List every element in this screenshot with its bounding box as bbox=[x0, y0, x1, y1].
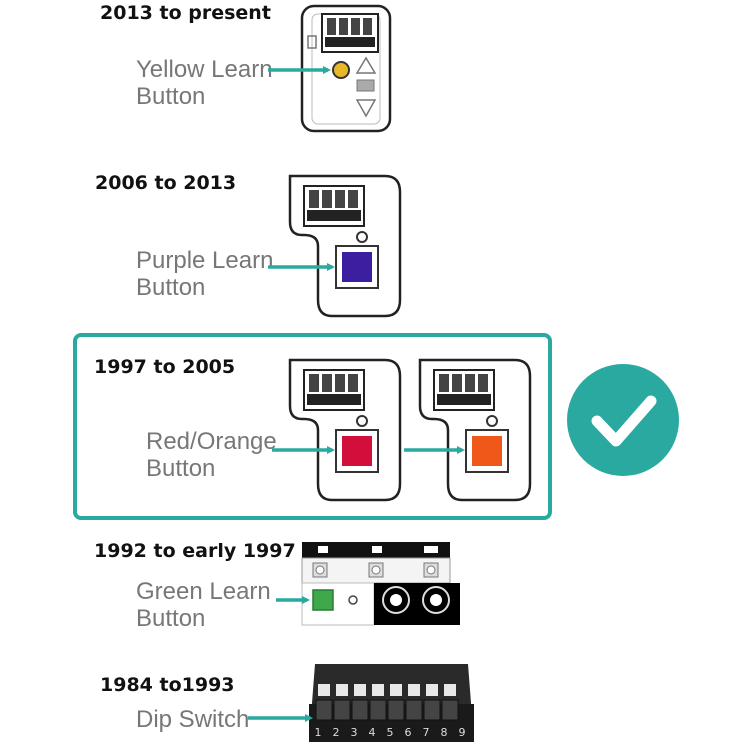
selected-highlight-frame bbox=[73, 333, 552, 520]
switch-number-row: 1 2 3 4 5 6 7 8 9 bbox=[315, 726, 466, 739]
switch-number: 3 bbox=[351, 726, 358, 739]
label-line-2: Button bbox=[136, 605, 206, 632]
label-line-1: Dip Switch bbox=[136, 706, 250, 733]
panel-2006 bbox=[268, 174, 402, 318]
led-icon bbox=[356, 231, 368, 243]
up-arrow-icon bbox=[355, 56, 377, 74]
panel-1992 bbox=[276, 542, 460, 626]
switch-number: 4 bbox=[369, 726, 376, 739]
era-heading-1984: 1984 to1993 bbox=[100, 674, 235, 696]
era-heading-1997: 1997 to 2005 bbox=[94, 356, 236, 378]
era-heading-2013: 2013 to present bbox=[100, 2, 271, 24]
checkmark-icon bbox=[567, 364, 679, 476]
purple-learn-button[interactable] bbox=[342, 252, 372, 282]
dip-switch-block-icon bbox=[321, 13, 379, 53]
label-line-2: Button bbox=[136, 274, 206, 301]
label-line-1: Yellow Learn bbox=[136, 56, 273, 83]
label-purple-learn: Purple Learn Button bbox=[136, 247, 273, 301]
label-line-2: Button bbox=[146, 455, 216, 482]
label-line-1: Red/Orange bbox=[146, 428, 277, 455]
switch-number: 5 bbox=[387, 726, 394, 739]
panel-1997-orange bbox=[404, 358, 532, 502]
dip-lever-row bbox=[315, 684, 459, 721]
yellow-learn-button[interactable] bbox=[332, 61, 350, 79]
led-icon bbox=[348, 595, 358, 605]
label-yellow-learn: Yellow Learn Button bbox=[136, 56, 273, 110]
green-learn-button[interactable] bbox=[312, 589, 334, 611]
knob-icon bbox=[382, 586, 450, 614]
dip-dial-icon bbox=[312, 562, 439, 578]
switch-number: 9 bbox=[459, 726, 466, 739]
label-line-1: Green Learn bbox=[136, 578, 271, 605]
dip-switch-block-icon bbox=[303, 369, 365, 411]
dip-switch-block-icon bbox=[303, 185, 365, 227]
era-heading-2006: 2006 to 2013 bbox=[95, 172, 237, 194]
down-arrow-icon bbox=[355, 99, 377, 118]
label-line-2: Button bbox=[136, 83, 206, 110]
switch-number: 6 bbox=[405, 726, 412, 739]
switch-number: 7 bbox=[423, 726, 430, 739]
switch-number: 2 bbox=[333, 726, 340, 739]
dip-switch-block-icon bbox=[433, 369, 495, 411]
label-red-orange: Red/Orange Button bbox=[146, 428, 277, 482]
label-green-learn: Green Learn Button bbox=[136, 578, 271, 632]
panel-1997-red bbox=[272, 358, 402, 502]
switch-number: 8 bbox=[441, 726, 448, 739]
era-heading-1992: 1992 to early 1997 bbox=[94, 540, 296, 562]
label-dip-switch: Dip Switch bbox=[136, 706, 249, 733]
dip-switch-1984: 1 2 3 4 5 6 7 8 9 bbox=[248, 664, 474, 742]
switch-number: 1 bbox=[315, 726, 322, 739]
orange-learn-button[interactable] bbox=[472, 436, 502, 466]
panel-2013 bbox=[268, 4, 392, 133]
led-icon bbox=[486, 415, 498, 427]
label-line-1: Purple Learn bbox=[136, 247, 274, 274]
led-icon bbox=[356, 415, 368, 427]
red-learn-button[interactable] bbox=[342, 436, 372, 466]
stop-button-icon bbox=[356, 79, 375, 92]
